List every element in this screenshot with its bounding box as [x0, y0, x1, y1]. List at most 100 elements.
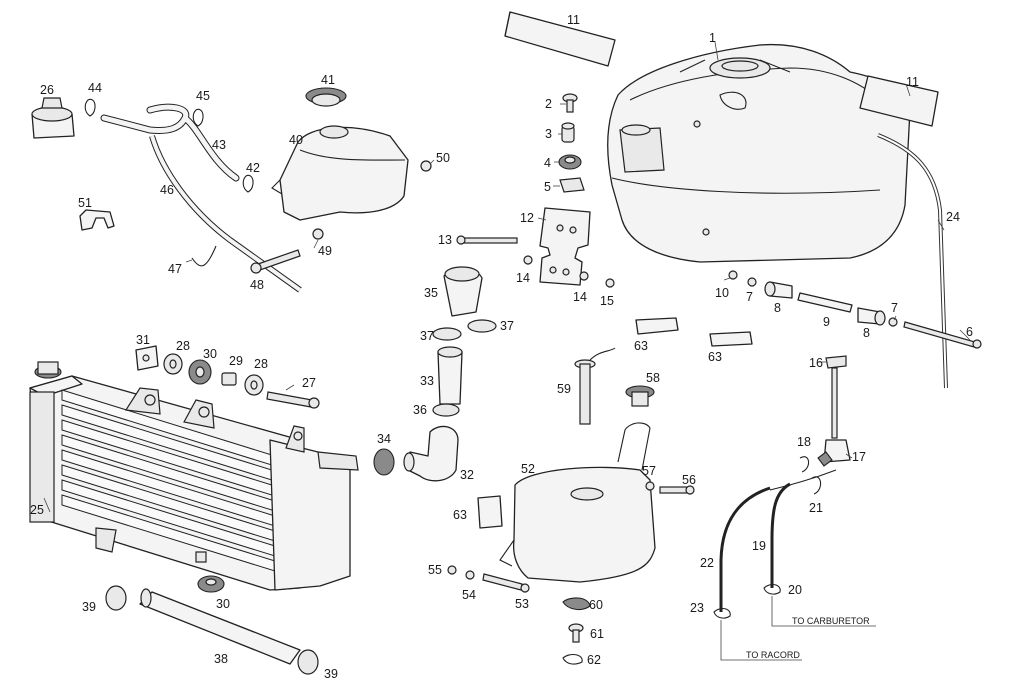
callout-23: 23	[690, 601, 704, 615]
clip-5	[559, 177, 585, 193]
foam-pad-upper	[504, 11, 616, 67]
nut-55	[447, 565, 457, 575]
callout-11b: 11	[906, 75, 919, 89]
clamp-23	[713, 607, 731, 619]
callout-16: 16	[809, 356, 823, 370]
note-to-carburetor: TO CARBURETOR	[792, 616, 870, 626]
callout-26: 26	[40, 83, 54, 97]
fuel-tap-17	[769, 367, 851, 491]
nut-50	[420, 160, 432, 172]
clamp-37a	[432, 327, 462, 341]
callout-40: 40	[289, 133, 303, 147]
callout-60: 60	[589, 598, 603, 612]
clamp-34	[373, 448, 395, 476]
callout-54: 54	[462, 588, 476, 602]
callout-leaders	[43, 41, 971, 513]
callout-1: 1	[709, 31, 716, 45]
callout-47: 47	[168, 262, 182, 276]
foam-pad-right	[859, 75, 939, 127]
callout-5: 5	[544, 180, 551, 194]
callout-9: 9	[823, 315, 830, 329]
callout-7b: 7	[891, 301, 898, 315]
callout-11a: 11	[567, 13, 580, 27]
clip-51	[79, 209, 115, 231]
clip-62	[562, 653, 583, 665]
callout-63a: 63	[634, 339, 648, 353]
callout-3: 3	[545, 127, 552, 141]
grommet-30a	[188, 359, 212, 385]
hose-clip-18	[799, 456, 810, 473]
grommet-4	[558, 154, 582, 170]
callout-8a: 8	[774, 301, 781, 315]
callout-10: 10	[715, 286, 729, 300]
callout-43: 43	[212, 138, 226, 152]
washer-14b	[579, 271, 589, 281]
callout-39b: 39	[324, 667, 338, 681]
expansion-tank-52	[499, 422, 656, 583]
callout-35: 35	[424, 286, 438, 300]
fuel-hose-19	[770, 482, 791, 588]
hose-33	[437, 346, 463, 405]
callout-50: 50	[436, 151, 450, 165]
reservoir-40	[271, 125, 409, 221]
bolt-48	[250, 249, 301, 274]
callout-19: 19	[752, 539, 766, 553]
hose-clip-21	[811, 476, 822, 495]
bushing-8a	[764, 281, 793, 299]
callout-48: 48	[250, 278, 264, 292]
bolt-27	[266, 391, 320, 409]
callout-51: 51	[78, 196, 92, 210]
bushing-8b	[857, 307, 886, 326]
grommet-30b	[197, 575, 225, 593]
callout-14b: 14	[573, 290, 587, 304]
fuel-tank	[606, 43, 911, 263]
washer-49	[312, 228, 324, 240]
screw-2	[562, 93, 578, 113]
bolt-13	[456, 235, 518, 245]
clip-44	[84, 98, 96, 117]
clip-16	[825, 355, 847, 369]
washer-57	[645, 481, 655, 491]
cable-tie-47	[191, 245, 217, 267]
carburetor-leader	[771, 596, 876, 627]
callout-34: 34	[377, 432, 391, 446]
callout-30b: 30	[216, 597, 230, 611]
callout-labels: 1 2 3 4 5 6 7 7 8 8 9 10 11 11 12 13 14 …	[30, 13, 973, 681]
callout-14a: 14	[516, 271, 530, 285]
callout-27: 27	[302, 376, 316, 390]
fuel-hose-22	[719, 486, 771, 612]
callout-52: 52	[521, 462, 535, 476]
callout-41: 41	[321, 73, 335, 87]
elbow-hose-32	[403, 425, 459, 482]
radiator-25	[29, 361, 359, 591]
clip-45	[192, 108, 204, 127]
clip-42	[242, 174, 254, 193]
clamp-39a	[105, 585, 127, 611]
clamp-37b	[467, 319, 497, 333]
callout-31: 31	[136, 333, 150, 347]
bolt-56	[659, 485, 695, 495]
callout-20: 20	[788, 583, 802, 597]
callout-63b: 63	[708, 350, 722, 364]
callout-8b: 8	[863, 326, 870, 340]
foam-pad-63a	[635, 317, 679, 335]
note-to-racord: TO RACORD	[746, 650, 800, 660]
callout-37a: 37	[420, 329, 434, 343]
callout-55: 55	[428, 563, 442, 577]
callout-42: 42	[246, 161, 260, 175]
callout-62: 62	[587, 653, 601, 667]
callout-28a: 28	[176, 339, 190, 353]
screw-61	[568, 623, 584, 643]
callout-28b: 28	[254, 357, 268, 371]
callout-57: 57	[642, 464, 656, 478]
callout-24: 24	[946, 210, 960, 224]
callout-13: 13	[438, 233, 452, 247]
callout-46: 46	[160, 183, 174, 197]
callout-30a: 30	[203, 347, 217, 361]
callout-7a: 7	[746, 290, 753, 304]
callout-59: 59	[557, 382, 571, 396]
nut-10	[728, 270, 738, 280]
callout-56: 56	[682, 473, 696, 487]
clamp-36	[432, 403, 460, 417]
